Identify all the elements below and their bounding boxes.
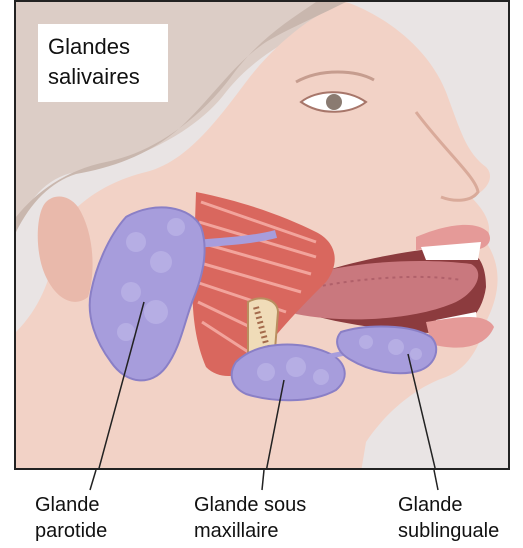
label-sublingual-line-2: sublinguale [398,518,499,544]
title-line-2: salivaires [48,62,158,92]
title-line-1: Glandes [48,32,158,62]
label-parotid-line-1: Glande [35,492,107,518]
label-submandibular-line-2: maxillaire [194,518,306,544]
label-submandibular-line-1: Glande sous [194,492,306,518]
label-parotid-gland: Glande parotide [35,492,107,544]
label-sublingual-line-1: Glande [398,492,499,518]
title-box: Glandes salivaires [38,24,168,102]
label-parotid-line-2: parotide [35,518,107,544]
label-submandibular-gland: Glande sous maxillaire [194,492,306,544]
anatomy-illustration: Glandes salivaires [14,0,510,470]
label-sublingual-gland: Glande sublinguale [398,492,499,544]
